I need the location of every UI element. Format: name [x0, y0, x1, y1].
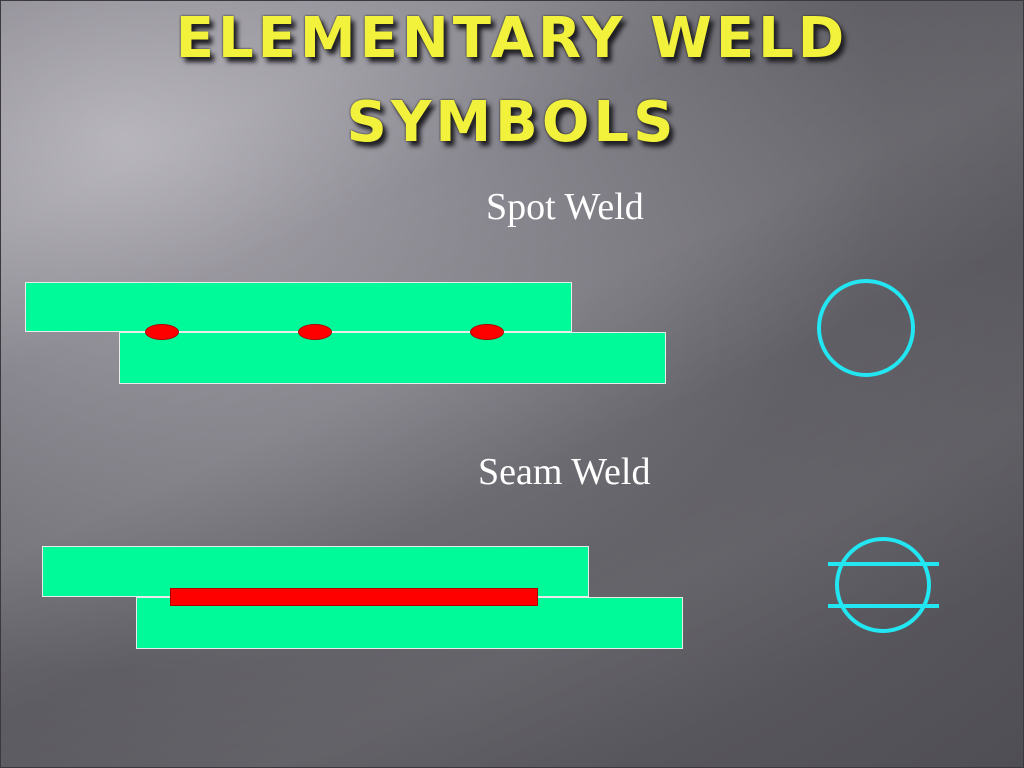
- slide-title-line-1: ELEMENTARY WELD: [175, 6, 849, 71]
- seam-weld-line: [170, 588, 538, 606]
- slide-title-line-2: SYMBOLS: [346, 90, 678, 155]
- spot-weld-point: [298, 324, 332, 340]
- seam-weld-symbol-icon: [828, 537, 939, 633]
- spot-weld-symbol-icon: [817, 279, 915, 377]
- spot-weld-point: [470, 324, 504, 340]
- spot-weld-bottom-plate: [119, 332, 666, 384]
- spot-weld-point: [145, 324, 179, 340]
- seam-weld-label: Seam Weld: [478, 451, 651, 493]
- spot-weld-label: Spot Weld: [486, 186, 644, 228]
